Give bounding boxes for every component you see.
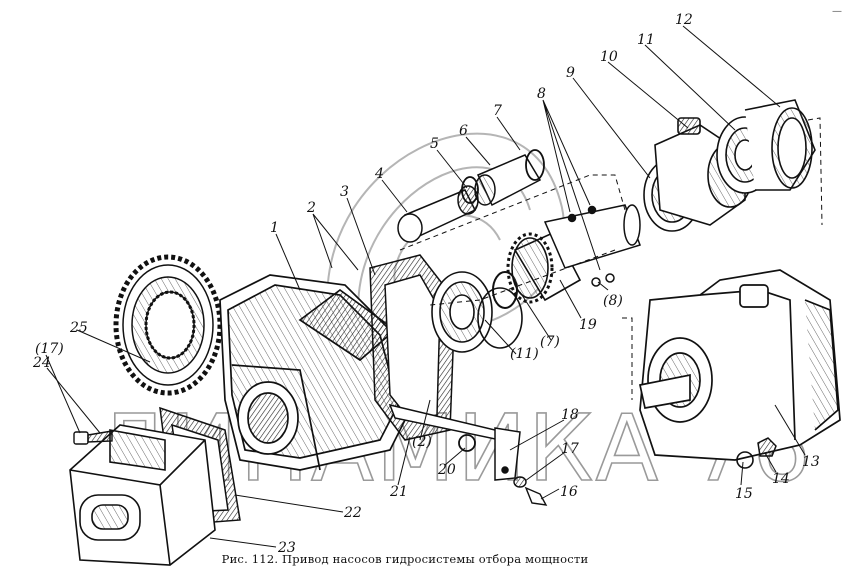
- label-8: 8: [537, 86, 546, 102]
- label-ref-2: (2): [412, 434, 432, 450]
- label-23: 23: [277, 540, 296, 556]
- leader-lines: [45, 25, 806, 548]
- label-22: 22: [343, 505, 362, 521]
- label-14: 14: [772, 471, 790, 487]
- lever-part-18: [388, 403, 521, 481]
- bolt-part-16: [524, 486, 548, 506]
- bearing-part-11: [431, 271, 523, 353]
- assembly-dashed-line: [399, 174, 626, 306]
- nut-part-14: [757, 437, 777, 457]
- label-17: 17: [561, 441, 579, 457]
- pump-dashed-line: [622, 317, 633, 400]
- label-24: 24: [32, 355, 51, 371]
- bolt-part-24: [73, 430, 113, 445]
- label-25: 25: [69, 320, 88, 336]
- label-16: 16: [560, 484, 578, 500]
- label-4: 4: [374, 166, 384, 182]
- label-9: 9: [566, 65, 575, 81]
- label-21: 21: [389, 484, 408, 500]
- pump-part-23: [69, 424, 216, 566]
- cover-part-12: [744, 99, 816, 191]
- label-7: 7: [493, 103, 502, 119]
- label-10: 10: [600, 49, 618, 65]
- coupling-part-6: [474, 154, 542, 207]
- label-18: 18: [561, 407, 579, 423]
- washer-part-20: [458, 434, 476, 452]
- label-1: 1: [270, 220, 279, 236]
- label-ref-7: (7): [540, 334, 560, 350]
- cover-dashed-line: [807, 117, 823, 226]
- label-15: 15: [735, 486, 753, 502]
- fastener-part-17: [513, 476, 527, 488]
- figure-caption: Рис. 112. Привод насосов гидросистемы от…: [221, 552, 589, 566]
- ring-part-5: [461, 176, 479, 204]
- housing-part-1: [219, 274, 411, 471]
- gear-part-25: [113, 254, 223, 396]
- label-11: 11: [637, 32, 655, 48]
- label-20: 20: [437, 462, 456, 478]
- sleeve-part-8: [543, 204, 641, 287]
- label-19: 19: [579, 317, 597, 333]
- label-ref-11: (11): [510, 346, 539, 362]
- label-13: 13: [802, 454, 820, 470]
- pump-part-13: [638, 269, 841, 461]
- label-2: 2: [306, 200, 316, 216]
- ring-part-7-top: [525, 149, 545, 181]
- label-ref-17: (17): [35, 341, 64, 357]
- label-3: 3: [340, 184, 349, 200]
- label-6: 6: [459, 123, 468, 139]
- shaft-part-4: [397, 185, 479, 243]
- label-12: 12: [675, 12, 693, 28]
- washer-part-15: [736, 451, 754, 469]
- label-5: 5: [430, 136, 439, 152]
- corner-mark: —: [832, 6, 842, 17]
- label-ref-8: (8): [603, 293, 623, 309]
